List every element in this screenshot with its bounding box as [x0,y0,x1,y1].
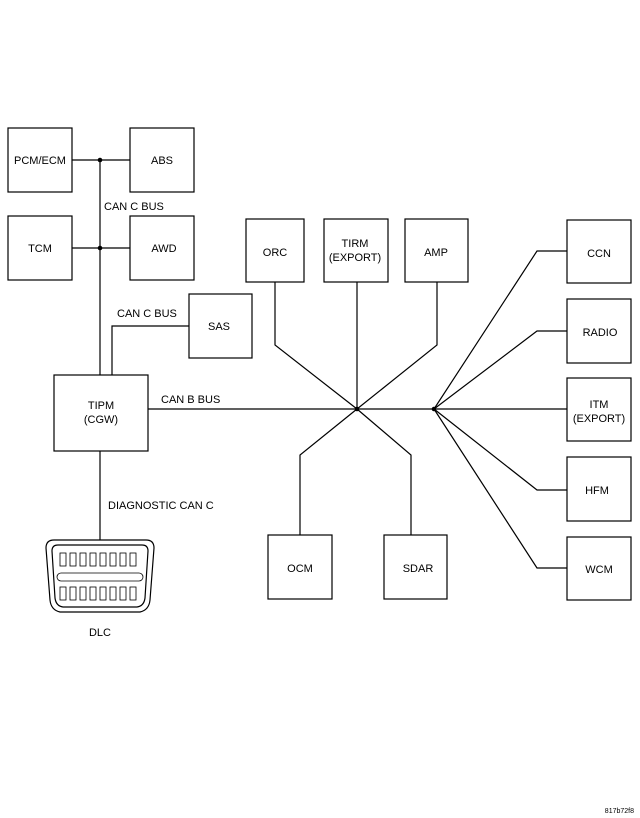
dlc-pin [79,552,87,567]
dlc-pin [119,552,127,567]
dlc-pin [79,586,87,601]
sdar-label: SDAR [403,563,434,575]
sdar-module: SDAR [383,534,448,600]
dlc-pin [119,586,127,601]
dlc-lower-pins [59,586,137,601]
tirm-sublabel: (EXPORT) [329,252,381,264]
tcm-module: TCM [7,215,73,281]
pcm-ecm-label: PCM/ECM [14,155,66,167]
ccn-label: CCN [587,248,611,260]
tipm-label: TIPM [88,400,114,412]
dlc-pin [129,586,137,601]
tipm-sublabel: (CGW) [84,414,118,426]
tirm-module: TIRM (EXPORT) [323,218,389,283]
dlc-pin [109,586,117,601]
can-b-bus-label: CAN B BUS [161,394,220,406]
sas-label: SAS [208,321,230,333]
ocm-label: OCM [287,563,313,575]
diagnostic-can-c-label: DIAGNOSTIC CAN C [108,500,214,512]
pcm-ecm-module: PCM/ECM [7,127,73,193]
junction-pcm-abs [97,157,103,163]
orc-module: ORC [245,218,305,283]
dlc-center-slot [56,572,144,582]
wcm-label: WCM [585,564,613,576]
amp-spoke [356,282,438,410]
sas-module: SAS [188,293,253,359]
hfm-module: HFM [566,456,632,522]
dlc-label: DLC [89,627,111,639]
dlc-pin [59,552,67,567]
dlc-pin [69,552,77,567]
abs-label: ABS [151,155,173,167]
tcm-label: TCM [28,243,52,255]
ocm-module: OCM [267,534,333,600]
can-c-bus-label: CAN C BUS [104,201,164,213]
sas-branch [111,325,189,375]
hfm-spoke [433,408,567,491]
dlc-pin [89,552,97,567]
junction-left-hub [354,406,360,412]
abs-module: ABS [129,127,195,193]
wcm-spoke [433,408,567,569]
wcm-module: WCM [566,536,632,601]
amp-label: AMP [424,247,448,259]
dlc-connector-icon [45,539,155,613]
junction-tcm-awd [97,245,103,251]
awd-module: AWD [129,215,195,281]
itm-module: ITM (EXPORT) [566,377,632,442]
tipm-module: TIPM (CGW) [53,374,149,452]
radio-label: RADIO [583,327,618,339]
radio-module: RADIO [566,298,632,364]
orc-spoke [274,282,358,410]
radio-spoke [433,330,567,410]
reference-code: 817b72f8 [605,808,634,815]
awd-label: AWD [151,243,176,255]
sdar-spoke [356,408,412,535]
dlc-pin [99,552,107,567]
dlc-pin [89,586,97,601]
dlc-pin [99,586,107,601]
itm-sublabel: (EXPORT) [573,413,625,425]
ccn-spoke [433,250,567,410]
hfm-label: HFM [585,485,609,497]
ocm-spoke [299,408,358,535]
orc-label: ORC [263,247,288,259]
amp-module: AMP [404,218,469,283]
dlc-upper-pins [59,552,137,567]
dlc-pin [59,586,67,601]
can-c-sas-bus-label: CAN C BUS [117,308,177,320]
dlc-pin [109,552,117,567]
tirm-label: TIRM [342,238,369,250]
dlc-pin [69,586,77,601]
ccn-module: CCN [566,219,632,284]
junction-right-hub [431,406,437,412]
itm-label: ITM [590,399,609,411]
dlc-pin [129,552,137,567]
